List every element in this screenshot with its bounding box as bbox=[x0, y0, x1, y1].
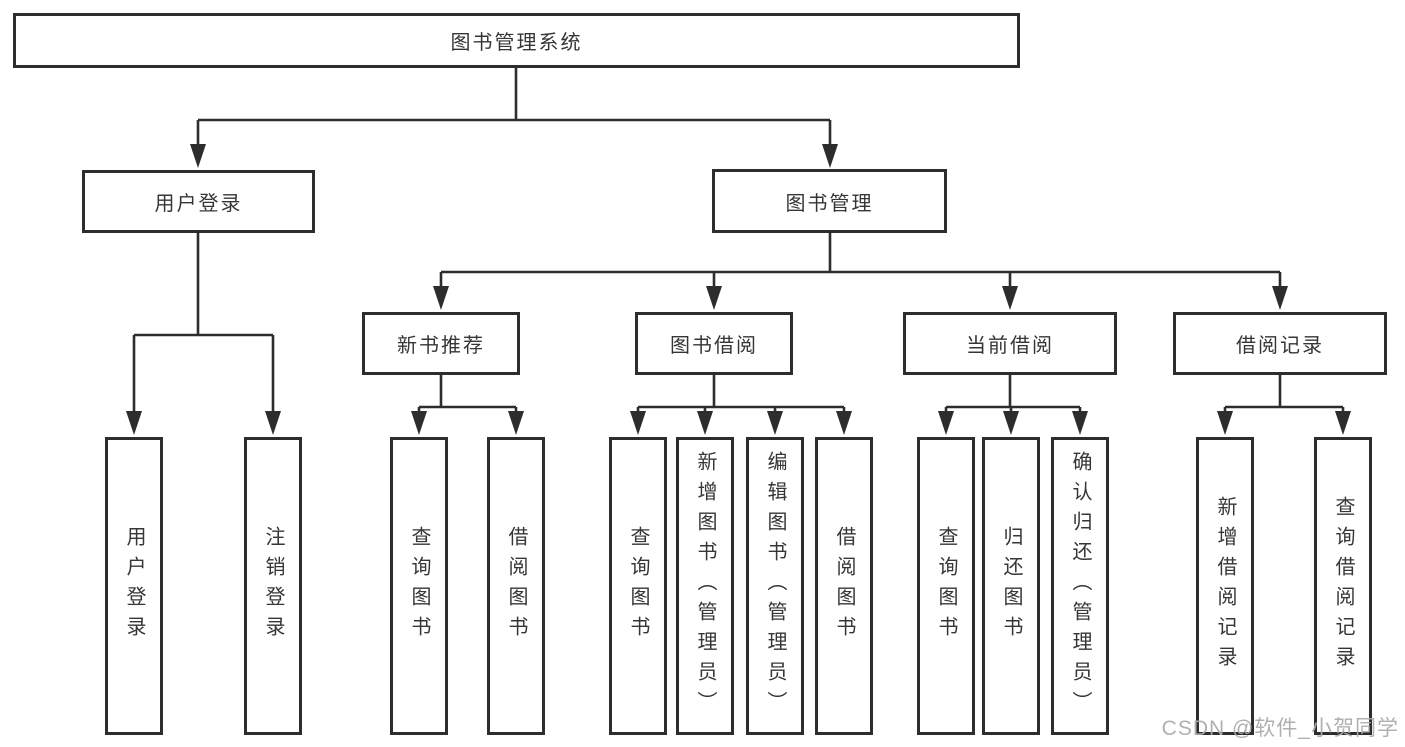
leaf-add-book-admin: 新增图书（管理员） bbox=[676, 437, 734, 735]
leaf-logout: 注销登录 bbox=[244, 437, 302, 735]
leaf-query-books-current: 查询图书 bbox=[917, 437, 975, 735]
node-borrowing-records: 借阅记录 bbox=[1173, 312, 1387, 375]
leaf-edit-book-admin: 编辑图书（管理员） bbox=[746, 437, 804, 735]
leaf-confirm-return-admin: 确认归还（管理员） bbox=[1051, 437, 1109, 735]
node-new-book-recommendation: 新书推荐 bbox=[362, 312, 520, 375]
leaf-add-borrow-record: 新增借阅记录 bbox=[1196, 437, 1254, 735]
csdn-watermark: CSDN @软件_小贺同学 bbox=[1161, 717, 1399, 740]
node-user-login-branch: 用户登录 bbox=[82, 170, 315, 233]
leaf-query-books-recommend: 查询图书 bbox=[390, 437, 448, 735]
leaf-borrow-books-recommend: 借阅图书 bbox=[487, 437, 545, 735]
leaf-borrow-books-borrowing: 借阅图书 bbox=[815, 437, 873, 735]
leaf-user-login: 用户登录 bbox=[105, 437, 163, 735]
node-current-borrowing: 当前借阅 bbox=[903, 312, 1117, 375]
node-book-management-branch: 图书管理 bbox=[712, 169, 947, 233]
node-book-borrowing: 图书借阅 bbox=[635, 312, 793, 375]
leaf-query-borrow-record: 查询借阅记录 bbox=[1314, 437, 1372, 735]
node-library-management-system: 图书管理系统 bbox=[13, 13, 1020, 68]
leaf-query-books-borrowing: 查询图书 bbox=[609, 437, 667, 735]
leaf-return-books: 归还图书 bbox=[982, 437, 1040, 735]
